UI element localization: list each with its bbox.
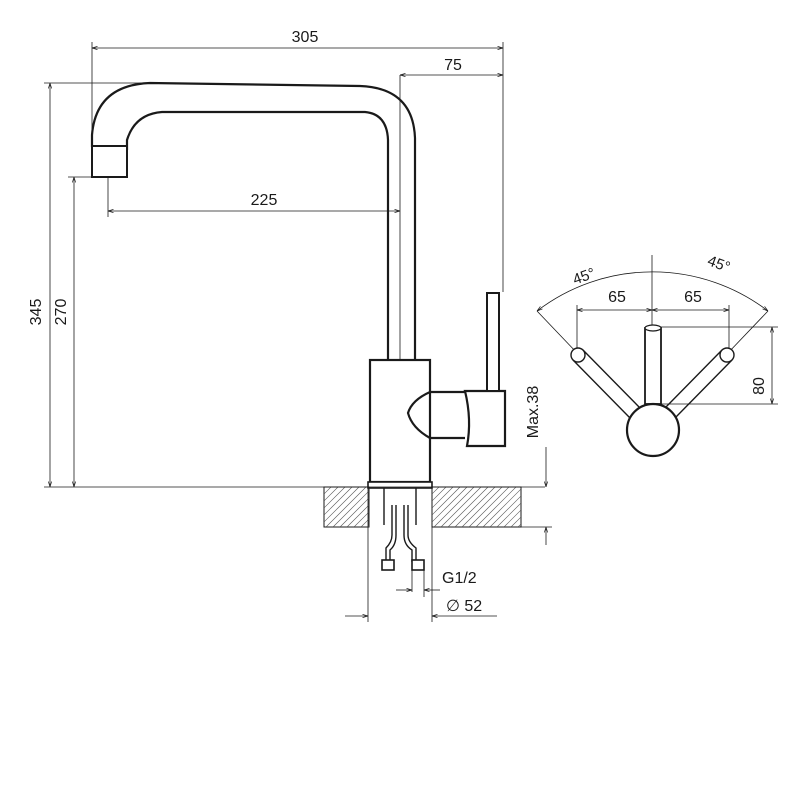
hatch-line [339, 497, 369, 527]
hatch-line [432, 487, 468, 523]
body-top-circle [625, 402, 681, 458]
dim-body-offset: 75 [444, 57, 462, 74]
hose-fitting-left [381, 559, 395, 571]
dim-max-countertop: Max.38 [525, 386, 542, 439]
hatch-line [432, 487, 447, 502]
hatch-line [553, 487, 593, 527]
hatch-line [403, 487, 443, 527]
hatch-line [461, 487, 503, 527]
hatch-line [389, 487, 429, 527]
spout-inner-profile [125, 110, 390, 360]
dim-total-height: 345 [28, 299, 45, 326]
supply-hoses [381, 505, 425, 571]
hatch-line [432, 487, 433, 488]
hatch-line [324, 487, 360, 523]
hose-fitting-right [411, 559, 425, 571]
dim-spout-height: 270 [53, 299, 70, 326]
hatch-line [546, 487, 586, 527]
lever [486, 292, 500, 392]
hatch-line [532, 487, 572, 527]
hatch-line [324, 487, 325, 488]
hatch-line [353, 511, 369, 527]
hatch-line [496, 502, 521, 527]
hatch-line [539, 487, 579, 527]
hatch-line [517, 523, 521, 527]
hatch-line [475, 487, 517, 527]
dim-spout-reach: 225 [251, 192, 278, 209]
hatch-line [324, 487, 353, 516]
hatch-line [324, 487, 346, 509]
hatch-line [367, 525, 369, 527]
hatch-line [324, 487, 339, 502]
handle-position-left [570, 347, 641, 419]
faucet-body [368, 358, 432, 484]
angle-left-label: 45° [571, 265, 598, 289]
base-ring [367, 481, 433, 489]
dim-handle-height: 80 [751, 377, 768, 395]
countertop [323, 486, 600, 528]
hatch-line [432, 487, 440, 495]
handle-block [463, 389, 507, 448]
hatch-line [525, 487, 565, 527]
hatch-line [324, 487, 332, 495]
hatch-line [375, 487, 415, 527]
hatch-line [489, 495, 521, 527]
hatch-line [325, 487, 367, 527]
hatch-line [433, 487, 475, 527]
dim-handle-offset-left: 65 [608, 289, 626, 306]
lever-connector [406, 390, 431, 439]
hatch-line [447, 487, 489, 527]
hatch-line [332, 490, 369, 527]
hatch-line [346, 504, 369, 527]
side-dimensions: 305 75 225 345 270 Max.38 G1/2 ∅ 52 [28, 29, 552, 622]
hatch-line [482, 488, 521, 527]
hatch-line [560, 487, 600, 527]
angle-right-label: 45° [705, 252, 732, 276]
spout-outer-profile [90, 81, 417, 360]
dim-handle-offset-right: 65 [684, 289, 702, 306]
dim-connection-thread: G1/2 [442, 570, 477, 587]
hatch-line [468, 487, 510, 527]
hatch-line [503, 509, 521, 527]
hatch-line [510, 516, 521, 527]
handle-position-right [664, 347, 735, 419]
hatch-line [440, 487, 482, 527]
aerator [91, 145, 128, 178]
faucet-top-view: 45° 45° 65 65 [537, 252, 778, 458]
handle-position-center [644, 324, 662, 405]
hatch-line [432, 487, 454, 509]
hatch-line [432, 487, 461, 516]
dim-total-width: 305 [292, 29, 319, 46]
hatch-line [454, 487, 496, 527]
dim-mount-diameter: ∅ 52 [446, 598, 482, 615]
faucet-side-view [90, 75, 600, 571]
